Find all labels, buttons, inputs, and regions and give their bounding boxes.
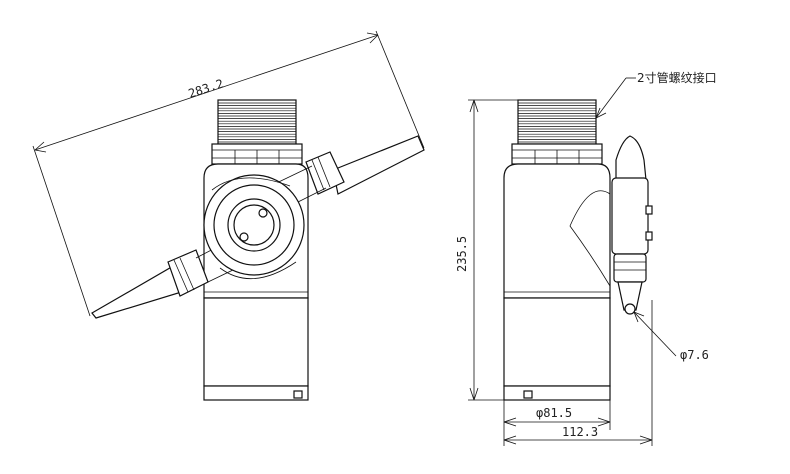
probe-diameter-callout: φ7.6 [633, 311, 709, 362]
pipe-connector-callout: 2寸管螺纹接口 [595, 70, 717, 119]
height-dimension-label: 235.5 [455, 236, 469, 272]
width-dimension-label: 112.3 [562, 425, 598, 439]
side-view: 235.5 [455, 70, 717, 446]
side-probe-arm [611, 135, 653, 315]
side-main-body [503, 163, 611, 299]
thread-top [211, 99, 303, 165]
wiper-arm [91, 135, 425, 319]
sensor-head [203, 174, 305, 279]
side-thread-top [511, 99, 603, 165]
base-diameter-label: φ81.5 [536, 406, 572, 420]
probe-diameter-label: φ7.6 [680, 348, 709, 362]
pipe-connector-label: 2寸管螺纹接口 [637, 70, 717, 85]
lower-cylinder [203, 297, 309, 387]
base-diameter-dimension: φ81.5 [503, 400, 611, 446]
width-dimension: 112.3 [503, 300, 653, 446]
front-view: 283.2 [32, 30, 425, 401]
diagonal-dimension-label: 283.2 [187, 76, 226, 100]
